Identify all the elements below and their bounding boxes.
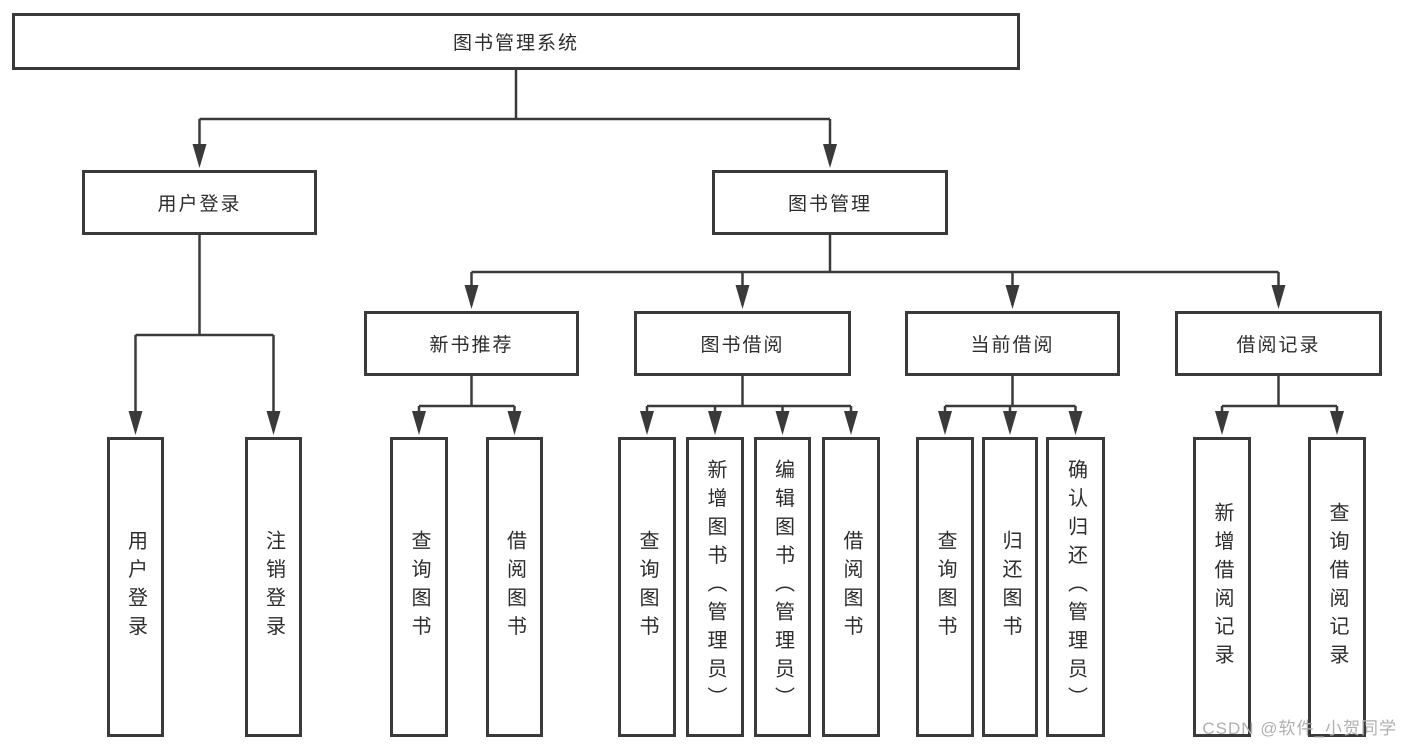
leaf-borrow-query-books: 查询图书 [618, 437, 676, 737]
node-user-login: 用户登录 [82, 170, 317, 235]
node-current-borrow: 当前借阅 [905, 311, 1120, 376]
leaf-recommend-borrow-books: 借阅图书 [486, 437, 543, 737]
leaf-recommend-query-books: 查询图书 [390, 437, 448, 737]
leaf-logout: 注销登录 [245, 437, 302, 737]
node-book-borrow: 图书借阅 [634, 311, 851, 376]
leaf-return-books: 归还图书 [982, 437, 1038, 737]
node-borrow-records: 借阅记录 [1175, 311, 1382, 376]
node-new-book-recommend: 新书推荐 [364, 311, 579, 376]
csdn-watermark: CSDN @软件_小贺同学 [1202, 719, 1397, 738]
node-book-management: 图书管理 [712, 170, 948, 235]
leaf-current-query-books: 查询图书 [916, 437, 974, 737]
leaf-borrow-books: 借阅图书 [822, 437, 880, 737]
leaf-user-login: 用户登录 [107, 437, 164, 737]
leaf-add-books-admin: 新增图书（管理员） [686, 437, 744, 737]
node-library-management-system: 图书管理系统 [12, 13, 1020, 70]
leaf-confirm-return-admin: 确认归还（管理员） [1046, 437, 1105, 737]
leaf-edit-books-admin: 编辑图书（管理员） [754, 437, 811, 737]
leaf-add-borrow-record: 新增借阅记录 [1193, 437, 1251, 737]
leaf-query-borrow-record: 查询借阅记录 [1308, 437, 1366, 737]
